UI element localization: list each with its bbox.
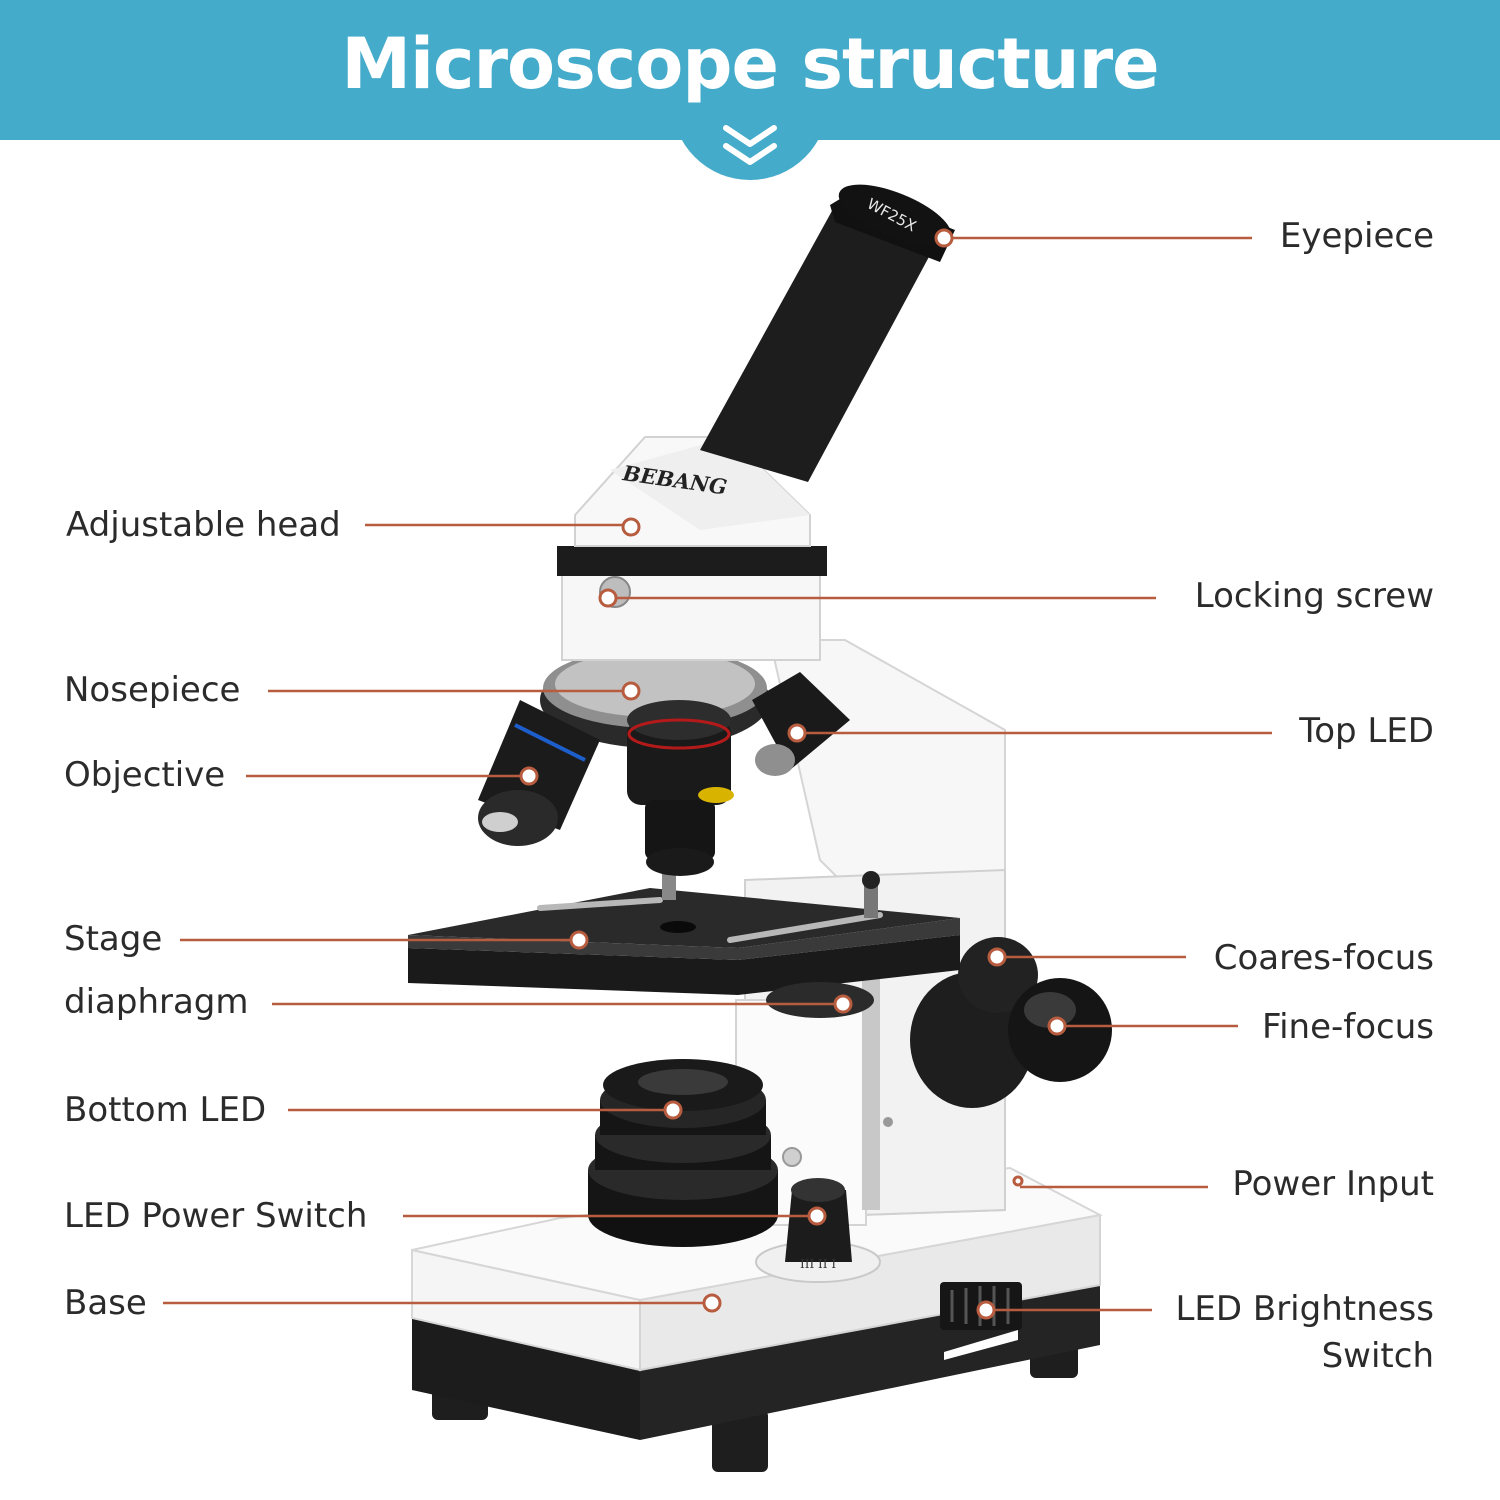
bottom-led-stack	[588, 1059, 778, 1247]
led-power-switch-knob: III II I	[755, 1178, 881, 1283]
nosepiece-and-objectives	[478, 648, 850, 876]
chevron-down-double-icon	[723, 125, 777, 165]
label-led-power-switch: LED Power Switch	[64, 1196, 368, 1236]
page-title: Microscope structure	[341, 23, 1159, 105]
label-led-brightness-switch-line2: Switch	[1321, 1336, 1434, 1376]
label-base: Base	[64, 1283, 147, 1323]
leader-lines	[163, 236, 1272, 1312]
label-nosepiece: Nosepiece	[64, 670, 241, 710]
label-stage: Stage	[64, 919, 163, 959]
eyepiece-tube: WF25X	[700, 184, 955, 482]
label-locking-screw: Locking screw	[1194, 576, 1434, 616]
label-led-brightness: LED Brightness	[1175, 1289, 1434, 1329]
label-objective: Objective	[64, 755, 226, 795]
label-eyepiece: Eyepiece	[1279, 216, 1434, 256]
label-diaphragm: diaphragm	[64, 982, 249, 1022]
label-top-led: Top LED	[1299, 711, 1434, 751]
label-adjustable-head: Adjustable head	[66, 505, 341, 545]
label-coarse-focus: Coares-focus	[1213, 938, 1434, 978]
svg-text:III II I: III II I	[800, 1257, 836, 1271]
label-power-input: Power Input	[1232, 1164, 1434, 1204]
callout-markers	[519, 228, 1067, 1320]
label-bottom-led: Bottom LED	[64, 1090, 267, 1130]
label-fine-focus: Fine-focus	[1262, 1007, 1434, 1047]
